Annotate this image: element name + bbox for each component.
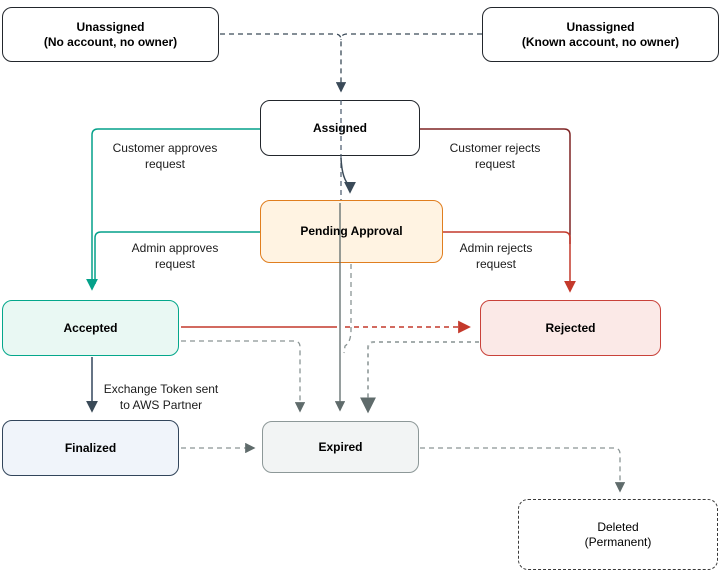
edge-label-customer-rejects: Customer rejects request (425, 140, 565, 172)
node-accepted: Accepted (2, 300, 179, 356)
edge-label-line: Admin approves (131, 241, 219, 255)
edge-unassigned-no-account-to-assigned (220, 33, 347, 93)
edge-label-line: Exchange Token sent (103, 382, 219, 396)
node-label: (Permanent) (584, 534, 652, 549)
node-expired: Expired (262, 421, 419, 473)
edge-label-line: to AWS Partner (119, 398, 203, 412)
node-unassigned-no-account: Unassigned (No account, no owner) (2, 7, 219, 62)
node-label: Finalized (64, 440, 117, 455)
node-deleted: Deleted (Permanent) (518, 499, 718, 570)
edge-label-line: Customer approves (112, 141, 218, 155)
node-unassigned-known-account: Unassigned (Known account, no owner) (482, 7, 719, 62)
edge-label-line: request (475, 257, 517, 271)
edge-assigned-to-pending-approval (340, 157, 356, 194)
node-label: Unassigned (76, 19, 145, 34)
node-rejected: Rejected (480, 300, 661, 356)
edge-label-line: request (154, 257, 196, 271)
edge-label-exchange-token: Exchange Token sent to AWS Partner (91, 381, 231, 413)
edge-label-customer-approves: Customer approves request (95, 140, 235, 172)
edge-rejected-to-expired (360, 341, 479, 414)
edge-unassigned-known-account-to-assigned (340, 33, 482, 41)
edge-label-line: request (144, 157, 186, 171)
node-label: (Known account, no owner) (521, 34, 680, 49)
edge-expired-to-deleted (420, 447, 626, 493)
node-pending-approval: Pending Approval (260, 200, 443, 263)
edge-label-line: request (474, 157, 516, 171)
edge-label-admin-approves: Admin approves request (105, 240, 245, 272)
node-label: Unassigned (566, 19, 635, 34)
edge-pending-approval-to-expired (343, 264, 352, 354)
node-label: Rejected (545, 320, 596, 335)
edge-label-admin-rejects: Admin rejects request (426, 240, 566, 272)
node-label: Assigned (312, 120, 367, 135)
edge-label-line: Admin rejects (459, 241, 533, 255)
node-label: Accepted (63, 320, 118, 335)
node-label: (No account, no owner) (43, 34, 178, 49)
node-label: Expired (318, 439, 363, 454)
edge-label-line: Customer rejects (449, 141, 541, 155)
node-assigned: Assigned (260, 100, 420, 156)
node-finalized: Finalized (2, 420, 179, 476)
node-label: Pending Approval (300, 224, 403, 238)
node-label: Deleted (597, 519, 639, 534)
